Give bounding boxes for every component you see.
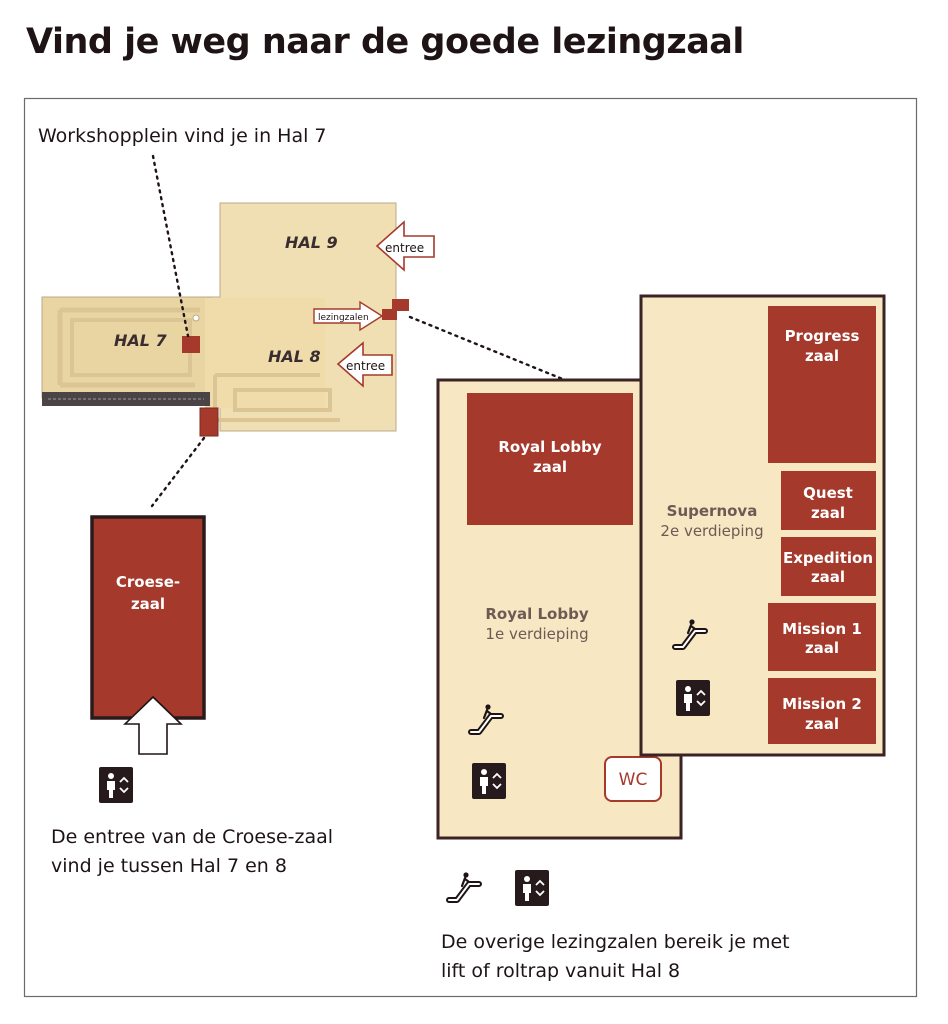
wc-label: WC [619, 770, 648, 790]
other-caption-line-2: lift of roltrap vanuit Hal 8 [441, 960, 681, 982]
mission-1-zaal [768, 603, 876, 671]
croese-entrance-marker [199, 407, 219, 437]
expedition-zaal [781, 537, 876, 596]
croese-zaal-label-2: zaal [131, 595, 165, 613]
royal-lobby-zaal-label-1: Royal Lobby [498, 438, 601, 456]
elevator-icon-royal-lobby [471, 762, 507, 800]
leader-lezingzalen [408, 315, 567, 382]
mission-2-zaal [768, 678, 876, 744]
quest-zaal [781, 471, 876, 530]
entrance-arrow-icon-hal9 [375, 220, 435, 272]
hall-label-8: HAL 8 [268, 347, 321, 366]
mission-2-zaal-label-1: Mission 2 [782, 695, 862, 713]
mission-1-zaal-label-1: Mission 1 [782, 620, 862, 638]
croese-caption-line-2: vind je tussen Hal 7 en 8 [51, 855, 287, 877]
entree-label-hal9: entree [385, 241, 424, 255]
mission-1-zaal-label-2: zaal [805, 639, 839, 657]
workshopplein-marker [182, 336, 200, 353]
wc-badge [604, 756, 662, 802]
royal-lobby-zaal [467, 393, 633, 525]
entree-label-hal8: entree [346, 359, 385, 373]
progress-zaal-label-2: zaal [805, 347, 839, 365]
royal-lobby-zaal-label-2: zaal [533, 458, 567, 476]
supernova-level: 2e verdieping [660, 522, 763, 540]
progress-zaal [768, 306, 876, 463]
entrance-arrow-icon-hal8 [336, 341, 393, 388]
elevator-icon-croese [98, 766, 134, 804]
croese-zaal-label-1: Croese- [116, 573, 180, 591]
hall-complex [41, 202, 397, 432]
lezingzalen-marker-a [392, 299, 409, 311]
lezingzalen-label: lezingzalen [318, 313, 369, 323]
other-caption-line-1: De overige lezingzalen bereik je met [441, 931, 790, 953]
croese-caption-line-1: De entree van de Croese-zaal [51, 826, 334, 848]
workshop-caption: Workshopplein vind je in Hal 7 [38, 125, 327, 147]
elevator-icon-supernova [675, 679, 711, 717]
royal-lobby-level: 1e verdieping [485, 625, 588, 643]
lezingzalen-marker-b [382, 309, 397, 320]
croese-zaal [90, 515, 206, 720]
entrance-arrow-icon-croese [123, 695, 183, 755]
hall-label-7: HAL 7 [114, 331, 168, 350]
leader-croese [150, 436, 206, 508]
expedition-zaal-label-2: zaal [811, 568, 845, 586]
leader-workshop [151, 154, 190, 338]
progress-zaal-label-1: Progress [785, 327, 860, 345]
elevator-icon-legend [514, 869, 550, 907]
page-title: Vind je weg naar de goede lezingzaal [26, 22, 744, 62]
expedition-zaal-label-1: Expedition [783, 549, 873, 567]
quest-zaal-label-2: zaal [811, 504, 845, 522]
quest-zaal-label-1: Quest [803, 484, 853, 502]
hall-label-9: HAL 9 [285, 233, 338, 252]
mission-2-zaal-label-2: zaal [805, 715, 839, 733]
lezingzalen-arrow-icon [313, 300, 384, 332]
supernova-name: Supernova [667, 502, 758, 520]
royal-lobby-name: Royal Lobby [485, 605, 588, 623]
